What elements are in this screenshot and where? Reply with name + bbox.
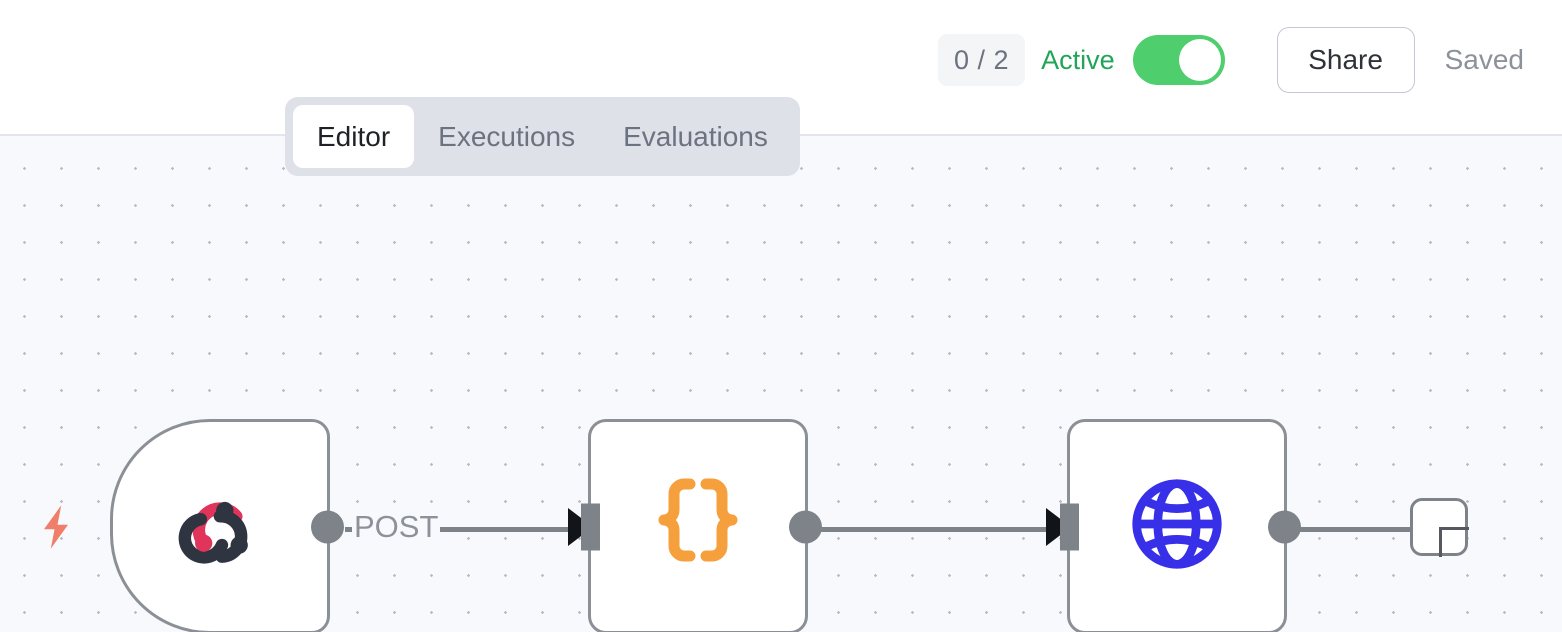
tab-editor[interactable]: Editor bbox=[293, 105, 415, 168]
active-toggle[interactable] bbox=[1132, 35, 1225, 85]
edge-create-to-add[interactable] bbox=[1296, 527, 1416, 532]
lightning-bolt-icon bbox=[38, 503, 74, 551]
edge-filter-to-create[interactable] bbox=[818, 527, 1063, 532]
run-count-badge: 0 / 2 bbox=[938, 34, 1026, 86]
node-create-input-port[interactable] bbox=[1060, 503, 1079, 550]
header-actions: 0 / 2 Active Share Saved bbox=[938, 0, 1538, 120]
node-filter-input-port[interactable] bbox=[581, 503, 600, 550]
globe-icon bbox=[1129, 476, 1225, 577]
tab-executions[interactable]: Executions bbox=[438, 120, 576, 152]
add-node-button[interactable] bbox=[1410, 498, 1469, 557]
node-filter-merged-prs[interactable] bbox=[581, 419, 822, 632]
active-status-label: Active bbox=[1041, 44, 1115, 75]
node-filter-output-port[interactable] bbox=[789, 510, 822, 543]
edge-webhook-to-filter[interactable] bbox=[345, 527, 585, 532]
code-braces-icon bbox=[652, 474, 744, 579]
node-webhook[interactable] bbox=[110, 419, 344, 632]
view-tabs: Editor Executions Evaluations bbox=[285, 97, 800, 176]
tab-evaluations[interactable]: Evaluations bbox=[623, 120, 768, 152]
workflow-canvas[interactable]: POST bbox=[0, 134, 1562, 632]
node-create-agent-job[interactable] bbox=[1060, 419, 1301, 632]
webhook-icon bbox=[172, 476, 268, 577]
node-webhook-output-port[interactable] bbox=[311, 510, 344, 543]
node-create-output-port[interactable] bbox=[1268, 510, 1301, 543]
share-button[interactable]: Share bbox=[1276, 27, 1415, 93]
saved-status-label: Saved bbox=[1444, 44, 1524, 75]
toggle-knob bbox=[1178, 39, 1221, 81]
edge-label-post: POST bbox=[352, 509, 441, 545]
